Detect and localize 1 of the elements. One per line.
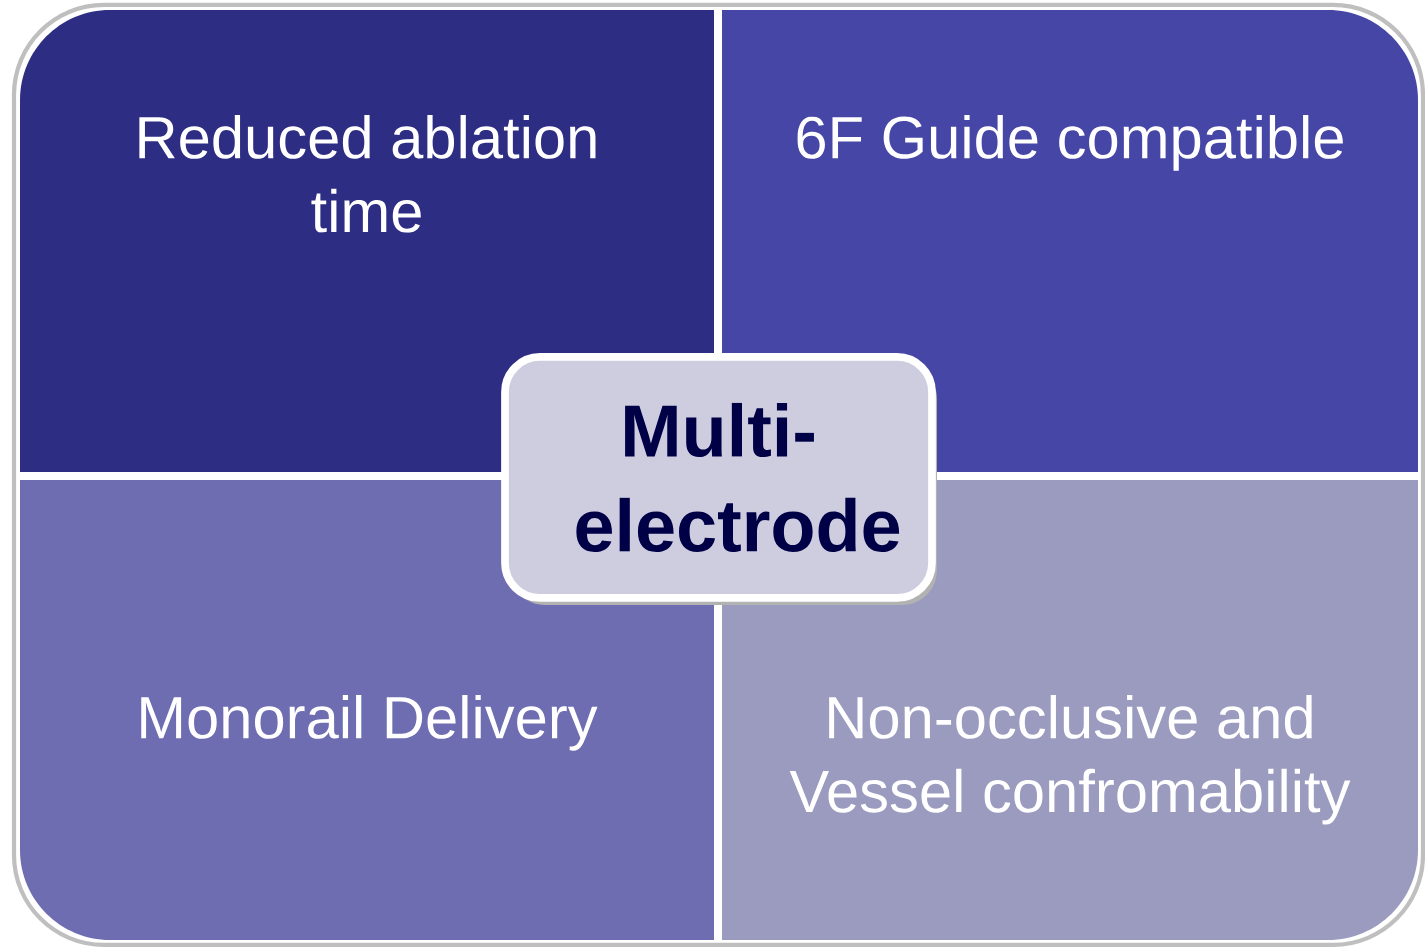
center-box: Multi-electrode	[501, 353, 937, 605]
